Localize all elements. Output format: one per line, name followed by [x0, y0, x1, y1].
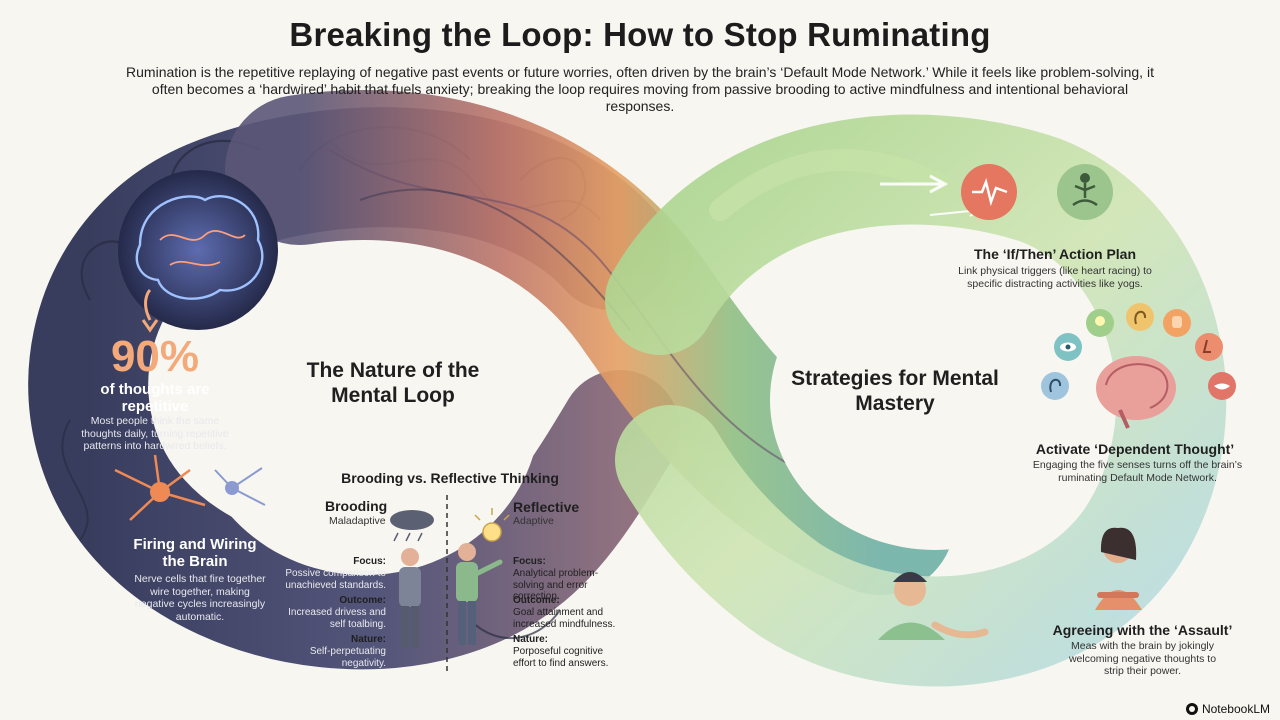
- brooding-outcome-label: Outcome:: [339, 595, 386, 606]
- left-loop-center: [190, 245, 540, 575]
- notebooklm-icon: [1185, 703, 1198, 715]
- neuron-illustration: [114, 454, 266, 521]
- brooding-title: Brooding: [325, 498, 388, 514]
- reflective-nature: Porposeful cognitive effort to find answ…: [513, 646, 609, 669]
- brand-name: NotebookLM: [1201, 702, 1270, 716]
- reflective-focus-label: Focus:: [513, 556, 546, 567]
- brooding-type: Maladaptive: [329, 515, 386, 527]
- reflective-nature-label: Nature:: [513, 634, 549, 645]
- stat-value: 90%: [110, 332, 200, 381]
- stat-description: Most people think the same thoughts dail…: [81, 415, 229, 452]
- reflective-type: Adaptive: [513, 515, 554, 527]
- mouth-icon: [1208, 372, 1236, 400]
- strategy-dependent-thought-description: Engaging the five senses turns off the b…: [1032, 459, 1243, 484]
- ear-icon: [1126, 303, 1154, 331]
- right-loop-center: [770, 250, 1100, 550]
- page-title: Breaking the Loop: How to Stop Ruminatin…: [289, 16, 991, 53]
- eye-icon: [1054, 333, 1082, 361]
- reflective-outcome-label: Outcome:: [513, 595, 560, 606]
- reflective-figure: [456, 508, 510, 645]
- man-gesturing: [878, 572, 989, 640]
- reflective-focus: Analytical problem-solving and error cor…: [513, 568, 599, 602]
- stat-label: of thoughts are repetitive: [100, 381, 210, 415]
- firing-description: Nerve cells that fire together wire toge…: [134, 573, 266, 623]
- right-loop-heading: Strategies for Mental Mastery: [791, 367, 999, 415]
- hand-icon: [1163, 309, 1191, 337]
- strategy-agreeing-description: Meas with the brain by jokingly welcomin…: [1068, 640, 1217, 677]
- nose-icon: [1195, 333, 1223, 361]
- brand-logo: NotebookLM: [1185, 702, 1270, 716]
- brooding-nature-label: Nature:: [350, 634, 386, 645]
- left-loop-heading: The Nature of the Mental Loop: [306, 359, 480, 407]
- senses-cluster: [1096, 356, 1176, 429]
- woman-arms-crossed: [1095, 527, 1142, 610]
- brooding-focus: Possive comparison to unachieved standar…: [285, 568, 386, 591]
- ear-side-icon: [1041, 372, 1069, 400]
- strategy-agreeing-title: Agreeing with the ‘Assault’: [1052, 622, 1233, 638]
- strategy-if-then-description: Link physical triggers (like heart racin…: [958, 265, 1152, 290]
- reflective-title: Reflective: [513, 499, 580, 515]
- reflective-outcome: Goal attainment and increased mindfulnes…: [513, 607, 616, 630]
- page-subtitle: Rumination is the repetitive replaying o…: [126, 64, 1154, 114]
- comparison-title: Brooding vs. Reflective Thinking: [341, 470, 559, 486]
- firing-title: Firing and Wiring the Brain: [133, 536, 257, 570]
- brooding-figure: [390, 510, 434, 648]
- brooding-focus-label: Focus:: [353, 556, 386, 567]
- heart-rate-icon: [961, 164, 1017, 220]
- brooding-outcome: Increased drivess and self toalbing.: [288, 607, 386, 630]
- strategy-if-then-title: The ‘If/Then’ Action Plan: [973, 246, 1137, 262]
- lightbulb-icon: [1086, 309, 1114, 337]
- brain-badge: [118, 170, 278, 333]
- strategy-dependent-thought-title: Activate ‘Dependent Thought’: [1035, 441, 1235, 457]
- brooding-nature: Self-perpetuating negativity.: [309, 646, 386, 669]
- yoga-icon: [1057, 164, 1113, 220]
